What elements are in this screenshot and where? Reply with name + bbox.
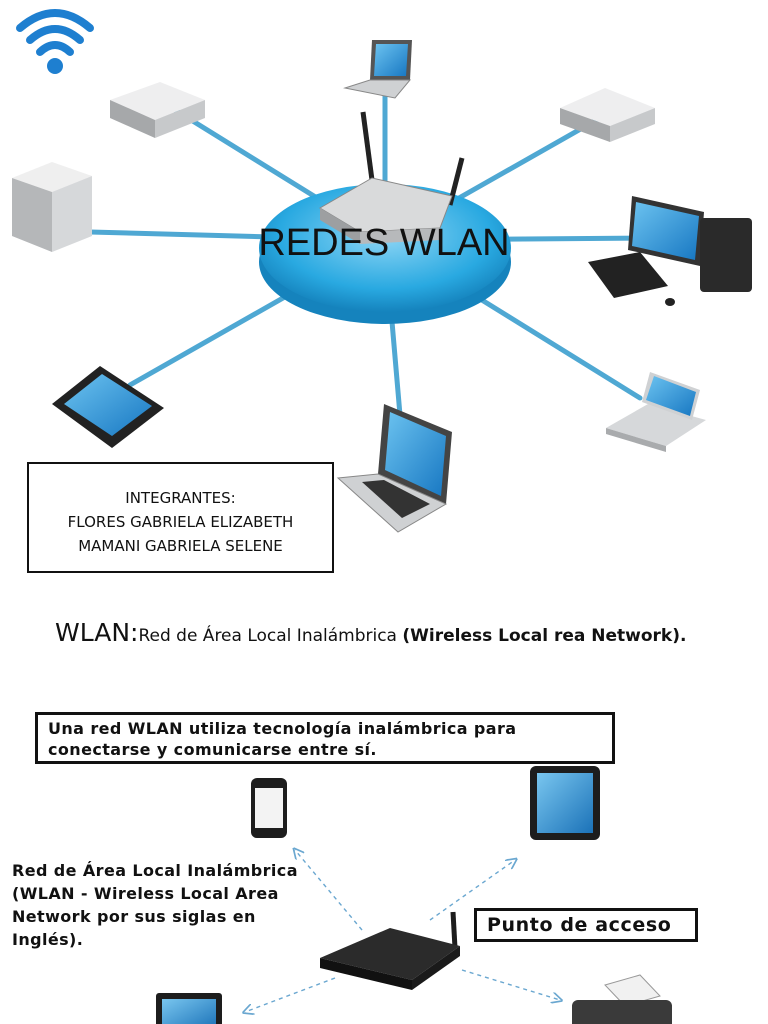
member-name: MAMANI GABRIELA SELENE <box>78 537 283 555</box>
switch-icon <box>560 88 655 142</box>
wifi-icon <box>16 9 94 74</box>
laptop-icon <box>606 372 706 452</box>
signal-arrows <box>245 850 560 1012</box>
laptop-icon <box>156 993 222 1024</box>
tablet-icon <box>530 766 600 840</box>
page-title: REDES WLAN <box>258 222 510 264</box>
access-point-label: Punto de acceso <box>474 908 698 942</box>
router-icon <box>319 111 465 244</box>
desktop-icon <box>588 196 752 306</box>
members-heading: INTEGRANTES: <box>125 489 236 507</box>
members-box: INTEGRANTES: FLORES GABRIELA ELIZABETH M… <box>27 462 334 573</box>
laptop-icon <box>336 404 452 533</box>
tablet-icon <box>52 366 164 448</box>
definition-term: WLAN: <box>55 618 139 647</box>
switch-icon <box>110 82 205 138</box>
wlan-side-description: Red de Área Local Inalámbrica (WLAN - Wi… <box>12 861 298 949</box>
definition-english: (Wireless Local rea Network). <box>402 626 687 646</box>
member-name: FLORES GABRIELA ELIZABETH <box>67 513 294 531</box>
smartphone-icon <box>251 778 287 838</box>
definition-text: Red de Área Local Inalámbrica <box>138 626 403 646</box>
server-icon <box>12 162 92 252</box>
printer-icon <box>572 974 672 1024</box>
wlan-diagram <box>156 766 672 1024</box>
wlan-definition: WLAN:Red de Área Local Inalámbrica (Wire… <box>55 618 755 647</box>
wlan-note: Una red WLAN utiliza tecnología inalámbr… <box>35 712 615 764</box>
router-icon <box>320 911 460 990</box>
laptop-icon <box>343 40 412 99</box>
network-illustration <box>12 9 752 533</box>
